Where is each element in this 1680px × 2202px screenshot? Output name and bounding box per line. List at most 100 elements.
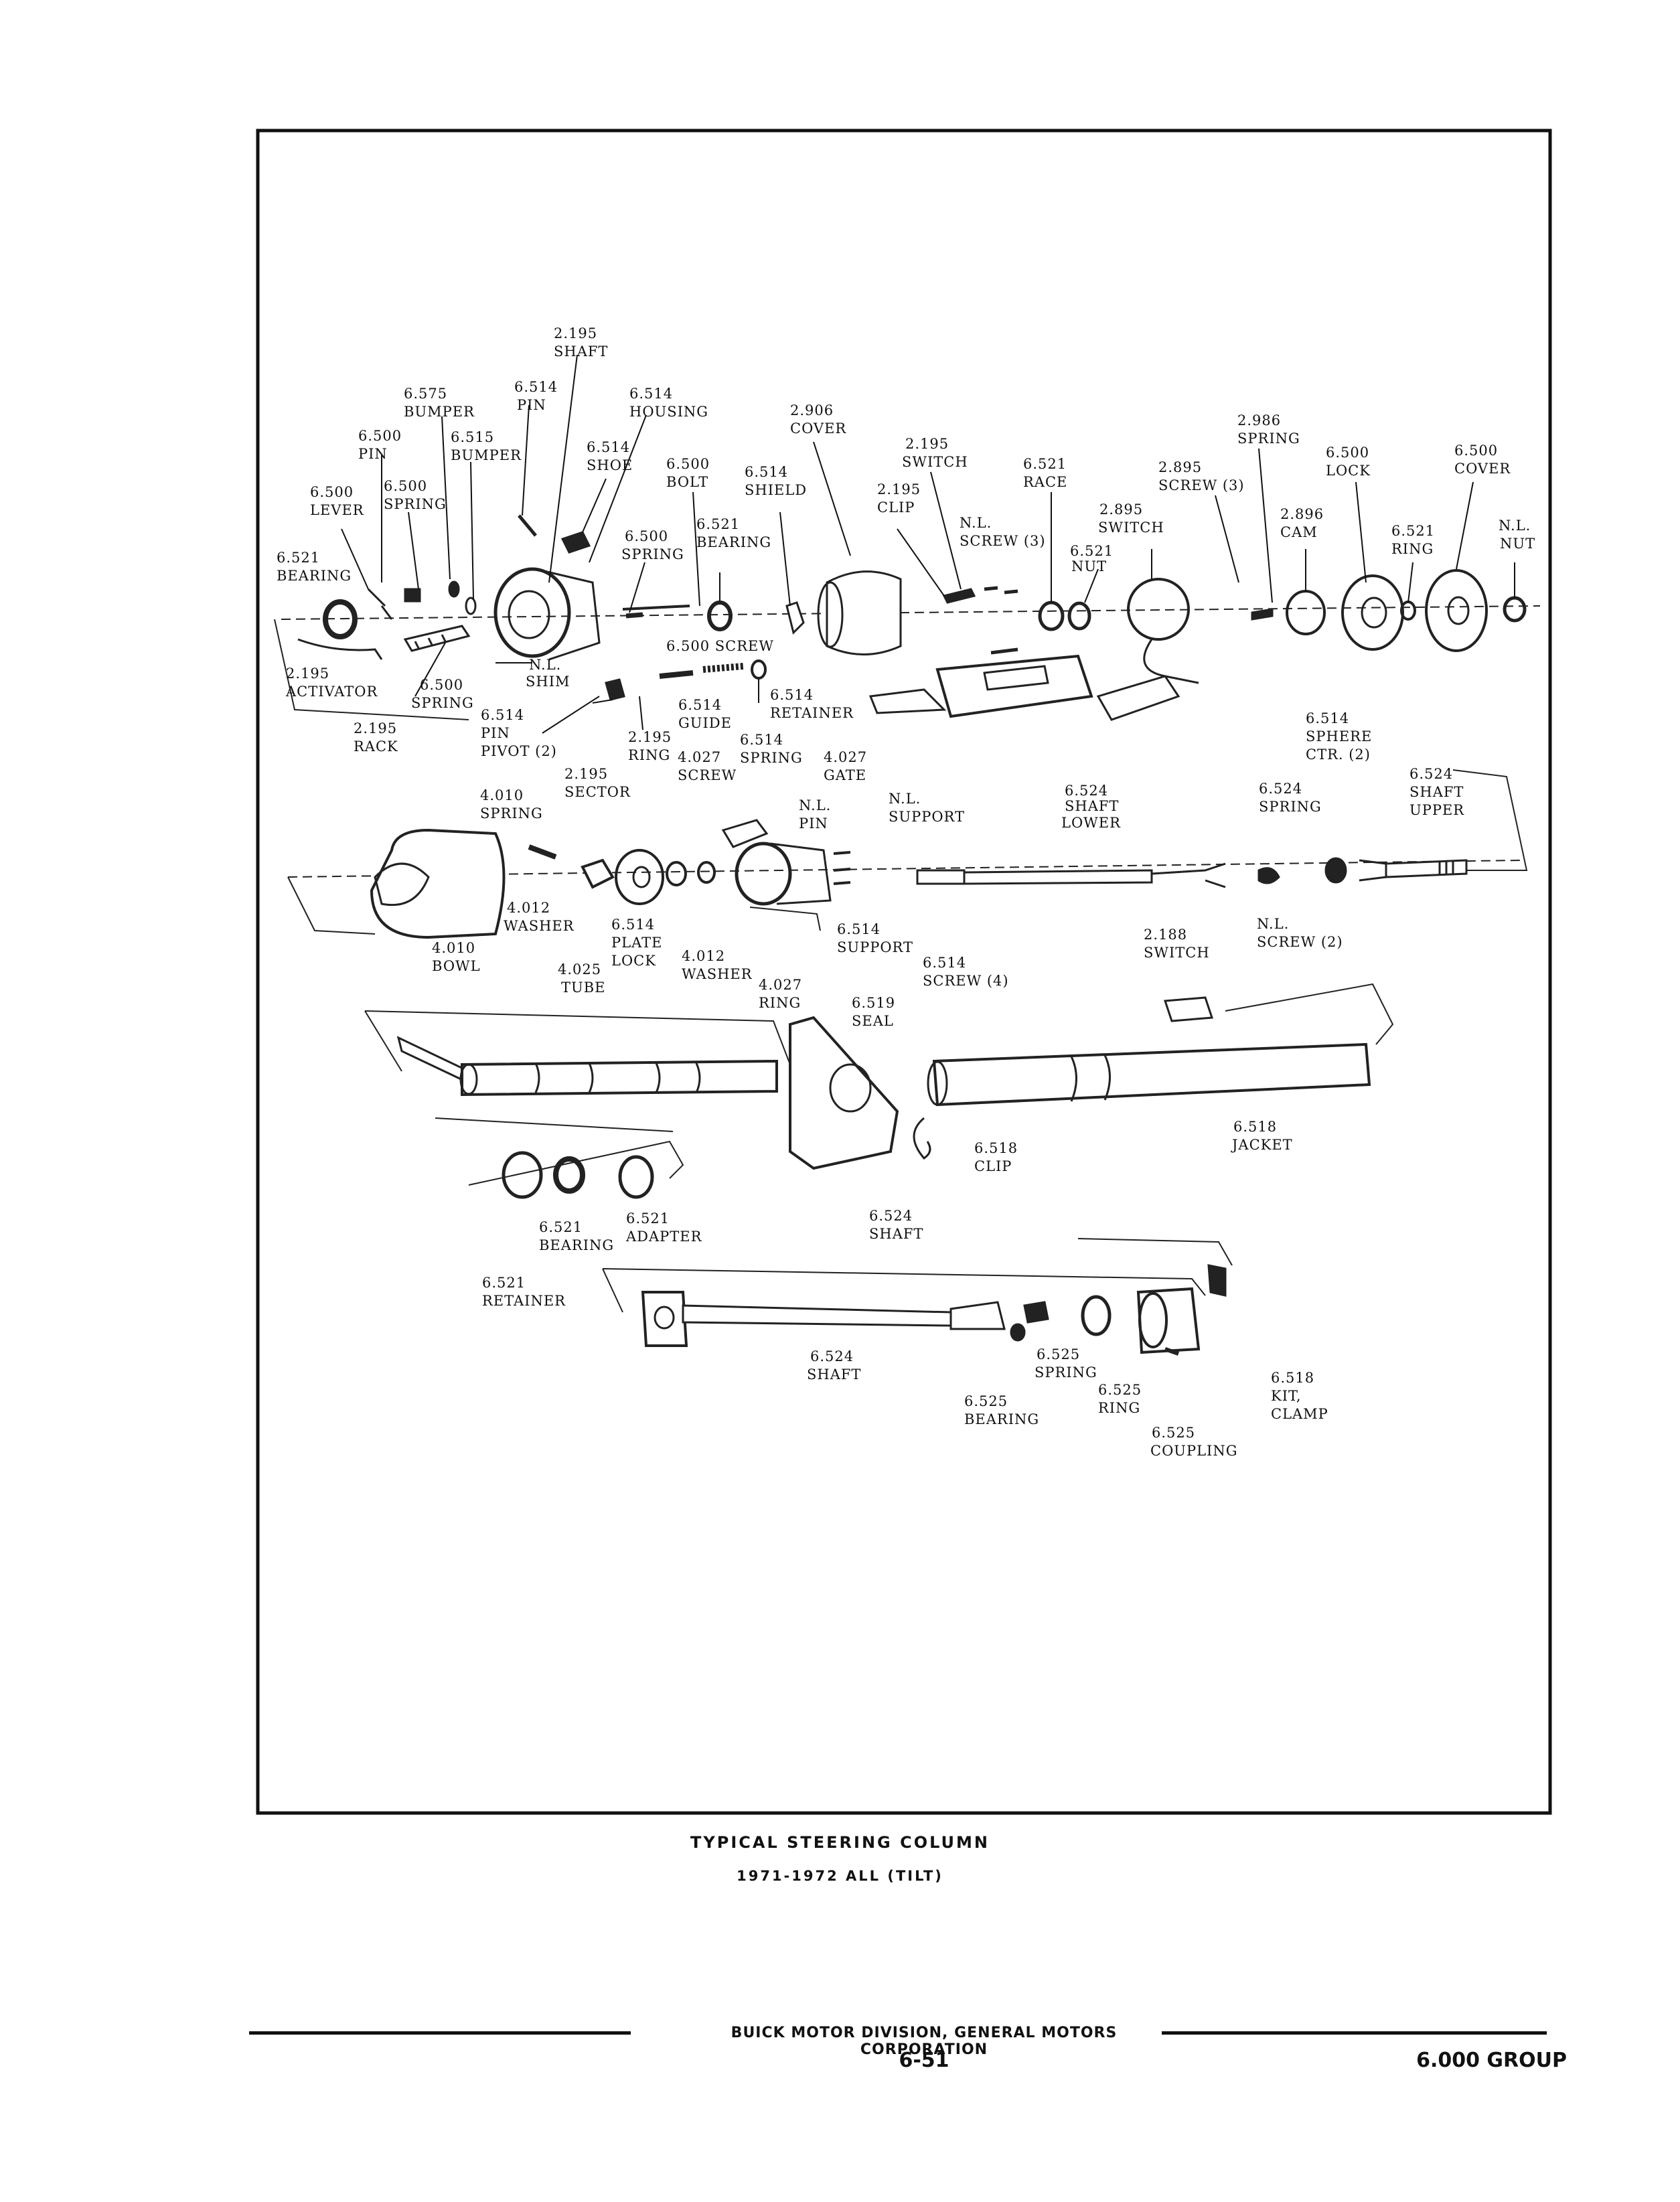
callout-lever-num: 6.500 [310, 484, 354, 500]
callout-spring-500c-num: 6.500 [420, 677, 463, 693]
callout-washer-012a-name: WASHER [504, 918, 575, 934]
callout-cover-906-name: COVER [790, 420, 846, 437]
jacket-breaks [1070, 1054, 1111, 1102]
callout-shaft-top-num: 2.195 [554, 325, 597, 341]
callout-lever-name: LEVER [310, 502, 364, 518]
callout-spring-525-name: SPRING [1035, 1364, 1097, 1381]
callout-clip-518-name: CLIP [974, 1158, 1012, 1174]
shaft-upper-spline [1438, 861, 1454, 875]
callout-cam-name: CAM [1280, 524, 1318, 540]
callout-support-514-num: 6.514 [837, 921, 881, 937]
shaft-flange [641, 1291, 688, 1347]
footer-company: BUICK MOTOR DIVISION, GENERAL MOTORS COR… [731, 2025, 1118, 2058]
callout-shaft-524b-num: 6.524 [810, 1348, 854, 1364]
callout-screw4-num: 6.514 [923, 955, 966, 971]
washer-012b-part [666, 861, 687, 886]
callout-switch-195-name: SWITCH [902, 454, 968, 470]
callout-switch-195-num: 2.195 [905, 436, 949, 452]
callout-spring-525-num: 6.525 [1037, 1346, 1080, 1362]
callout-spring-524-num: 6.524 [1259, 781, 1302, 797]
support-bracket [749, 907, 821, 931]
callout-bumper-515-name: BUMPER [451, 447, 522, 463]
callout-bumper-575-name: BUMPER [404, 404, 475, 420]
callout-labels: 2.195 SHAFT 6.575 BUMPER 6.514 PIN 6.514… [277, 325, 1535, 1459]
adapter-part [618, 1155, 654, 1199]
bearing-521a-part [707, 601, 733, 631]
callout-retainer-521-num: 6.521 [482, 1275, 526, 1291]
callout-bowl-name: BOWL [432, 958, 481, 974]
spring-986-part [1251, 608, 1274, 621]
spring-part [404, 588, 421, 603]
key-part [990, 647, 1018, 655]
callout-clip-518-num: 6.518 [974, 1140, 1018, 1156]
callout-pin-pivot-l2: PIVOT (2) [481, 743, 557, 759]
jacket-end-left [927, 1060, 948, 1106]
callout-adapter-num: 6.521 [626, 1210, 670, 1227]
callout-screw-895-name: SCREW (3) [1158, 477, 1245, 493]
shaft-524-joint [949, 1301, 1006, 1330]
callout-spring-500-num: 6.500 [384, 478, 427, 494]
callout-cover-500-num: 6.500 [1454, 443, 1498, 459]
callout-pin-514-name: PIN [517, 397, 546, 413]
callout-shaft-lower-num: 6.524 [1065, 783, 1108, 799]
callout-bearing-521c-name: BEARING [539, 1237, 614, 1253]
callout-switch-188-name: SWITCH [1144, 945, 1210, 961]
callout-plate-lock-num: 6.514 [611, 917, 655, 933]
callout-lock-num: 6.500 [1326, 445, 1369, 461]
housing-inner [508, 590, 550, 639]
callout-adapter-name: ADAPTER [625, 1229, 702, 1245]
shoe-part [560, 531, 591, 554]
callout-bolt-num: 6.500 [666, 456, 710, 472]
callout-bearing-521b-name: BEARING [696, 534, 771, 550]
shaft-lower-yoke [1151, 862, 1226, 888]
footer-page-number: 6-51 [899, 2049, 949, 2072]
callout-housing-num: 6.514 [629, 386, 673, 402]
callout-seal-num: 6.519 [852, 995, 895, 1011]
callout-retainer-521-name: RETAINER [482, 1293, 566, 1309]
callout-nl-pin-name: PIN [799, 815, 828, 832]
callout-plate-lock-l1: PLATE [611, 935, 662, 951]
callout-pin-500-num: 6.500 [358, 428, 402, 444]
leader-lines [341, 354, 1515, 734]
ring-027-part [697, 861, 716, 884]
figure-caption-title: TYPICAL STEERING COLUMN [690, 1833, 990, 1852]
callout-ring-027-name: RING [759, 995, 801, 1011]
spring-500b-part [625, 612, 643, 619]
nl-nut-part [1503, 596, 1527, 623]
jacket-part [932, 1042, 1371, 1107]
callout-spring-524-name: SPRING [1259, 799, 1322, 815]
row2-bracket [287, 876, 376, 935]
callout-guide-name: GUIDE [678, 715, 732, 731]
spring-524-part [1257, 867, 1280, 884]
activator-wire [297, 638, 383, 660]
callout-race-num: 6.521 [1023, 456, 1067, 472]
bumper-515-part [465, 597, 477, 615]
callout-guide-num: 6.514 [678, 697, 722, 713]
callout-screw-027-name: SCREW [678, 767, 737, 783]
shaft-flange-hole [654, 1306, 675, 1330]
callout-pin-514-num: 6.514 [514, 379, 558, 395]
callout-shaft-upper-l1: SHAFT [1409, 784, 1464, 800]
callout-activator-num: 2.195 [286, 665, 329, 682]
callout-nl-pin-num: N.L. [799, 797, 831, 813]
bearing-525-part [1010, 1323, 1026, 1342]
callout-spring-514-name: SPRING [740, 750, 803, 766]
callout-nl-support-name: SUPPORT [889, 809, 965, 825]
retainer-521-part [502, 1151, 543, 1199]
lever-part [367, 588, 393, 620]
callout-shield-num: 6.514 [745, 464, 788, 480]
callout-sector-name: SECTOR [564, 784, 631, 800]
callout-nl-shim-name: SHIM [526, 674, 570, 690]
callout-switch-895-name: SWITCH [1098, 520, 1164, 536]
bumper-part [448, 580, 460, 598]
callout-spring-010-num: 4.010 [480, 787, 524, 803]
coupling-bolt [1164, 1347, 1179, 1356]
callout-sector-num: 2.195 [564, 766, 608, 782]
parts-illustration [274, 514, 1541, 1356]
screws-4-part [833, 851, 851, 885]
callout-shaft-top-name: SHAFT [554, 343, 608, 360]
shield-part [785, 601, 805, 635]
bearing-part [323, 599, 358, 639]
switch-188-part [1163, 996, 1214, 1022]
bowl-pocket [374, 862, 430, 907]
